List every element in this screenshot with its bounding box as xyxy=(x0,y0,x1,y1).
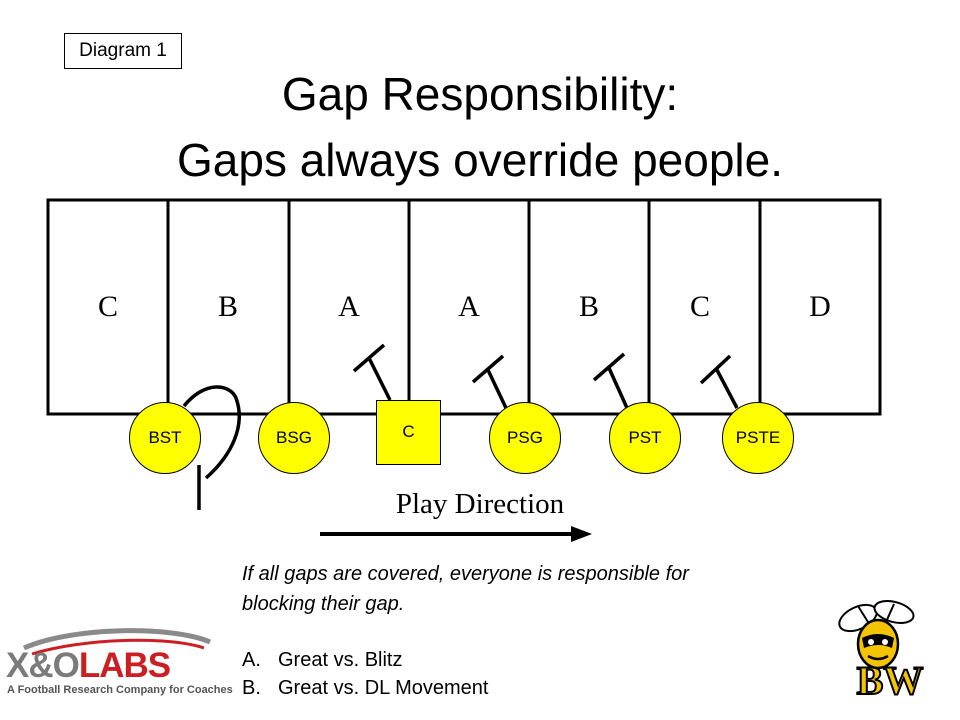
list-text: Great vs. Blitz xyxy=(278,649,403,671)
title-line-1: Gap Responsibility: xyxy=(281,68,679,120)
gap-label: A xyxy=(458,290,480,323)
mascot-letters: BW xyxy=(857,658,924,700)
gap-label: A xyxy=(338,290,360,323)
list-item: A. Great vs. Blitz xyxy=(242,646,488,674)
block-line-pste xyxy=(699,354,739,409)
player-bst: BST xyxy=(129,402,201,474)
block-line-bst xyxy=(182,385,241,510)
gap-grid-frame xyxy=(46,198,882,416)
player-center: C xyxy=(376,400,441,465)
logo-tagline: A Football Research Company for Coaches xyxy=(7,684,233,696)
mascot-logo: BW xyxy=(838,600,924,700)
list-marker: A. xyxy=(242,649,261,671)
gap-label: C xyxy=(97,290,118,323)
coverage-note: If all gaps are covered, everyone is res… xyxy=(242,563,689,615)
list-text: Great vs. DL Movement xyxy=(278,677,489,699)
player-pste: PSTE xyxy=(722,402,794,474)
block-line-psg xyxy=(471,354,508,409)
block-line-pst xyxy=(592,352,629,409)
gap-label: D xyxy=(809,290,831,323)
logo-prefix: X&O xyxy=(6,646,80,685)
title-line-2: Gaps always override people. xyxy=(177,134,783,186)
diagram-tag: Diagram 1 xyxy=(64,33,182,69)
player-psg: PSG xyxy=(489,402,561,474)
player-pst: PST xyxy=(609,402,681,474)
benefit-list: A. Great vs. Blitz B. Great vs. DL Movemen… xyxy=(242,646,488,702)
block-line-center xyxy=(352,343,392,401)
play-direction-label: Play Direction xyxy=(395,488,565,520)
logo-accent: LABS xyxy=(78,646,171,685)
gap-label: B xyxy=(578,290,599,323)
list-item: B. Great vs. DL Movement xyxy=(242,674,488,702)
gap-label: C xyxy=(689,290,710,323)
xo-labs-logo xyxy=(22,628,212,656)
gap-label: B xyxy=(217,290,238,323)
player-bsg: BSG xyxy=(258,402,330,474)
logo-wordmark: X&OLABS xyxy=(6,646,171,686)
list-marker: B. xyxy=(242,677,261,699)
play-direction-arrow xyxy=(320,526,592,542)
